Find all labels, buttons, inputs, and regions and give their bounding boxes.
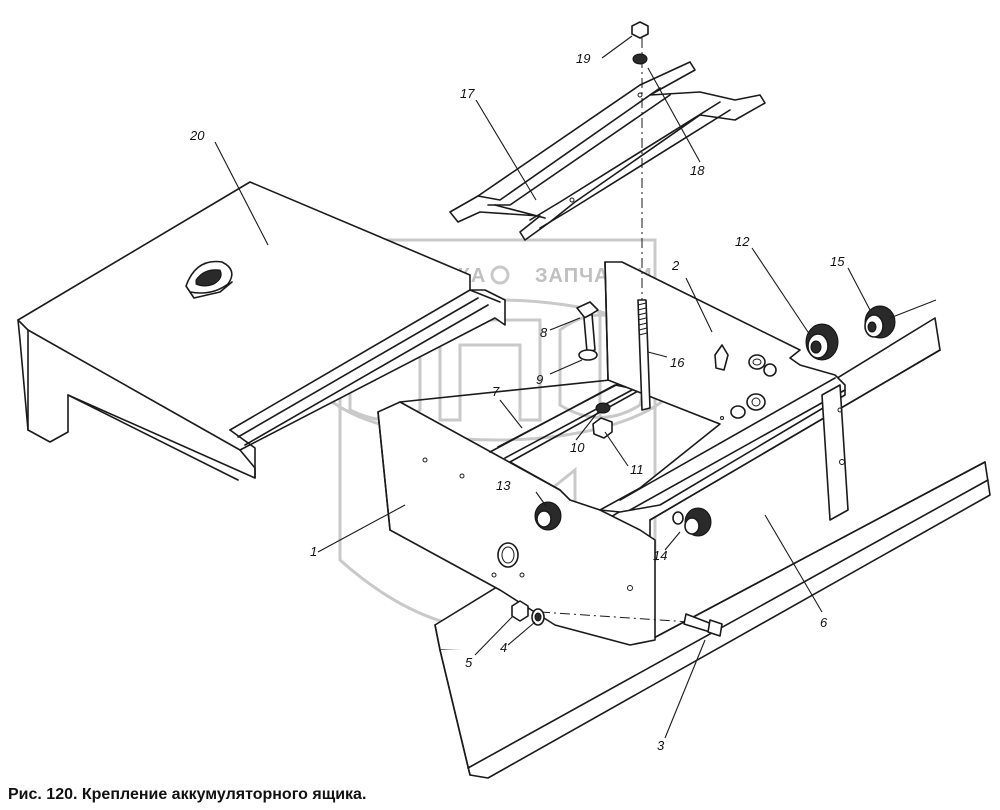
callout-17: 17	[460, 86, 475, 101]
callout-20: 20	[189, 128, 205, 143]
rubber-bushing-15	[864, 299, 937, 339]
tie-rod	[637, 38, 651, 411]
callout-11: 11	[630, 462, 644, 477]
rubber-bushing-13	[534, 501, 562, 531]
box-rear-wall	[599, 261, 849, 521]
callout-5: 5	[465, 655, 473, 670]
side-bolt	[539, 611, 723, 637]
callout-19: 19	[576, 51, 590, 66]
callout-3: 3	[657, 738, 665, 753]
callout-15: 15	[830, 254, 845, 269]
callout-14: 14	[653, 548, 667, 563]
callout-4: 4	[500, 640, 507, 655]
callout-2: 2	[671, 258, 680, 273]
callout-18: 18	[690, 163, 705, 178]
clamp-frame	[449, 61, 766, 241]
callout-numbers: 1 2 3 4 5 6 7 8 9 10 11 12 13 14 15 16 1…	[189, 51, 845, 753]
leader-lines	[214, 35, 871, 739]
side-nut	[511, 600, 529, 622]
floor-bolt	[576, 301, 599, 353]
battery-box-lid	[17, 181, 506, 481]
side-washer	[531, 608, 545, 626]
rubber-bushing-12	[805, 323, 839, 361]
callout-13: 13	[496, 478, 511, 493]
callout-6: 6	[820, 615, 828, 630]
callout-7: 7	[492, 384, 500, 399]
floor-washer-lower	[595, 402, 611, 414]
callout-12: 12	[735, 234, 750, 249]
callout-10: 10	[570, 440, 585, 455]
callout-9: 9	[536, 372, 543, 387]
callout-8: 8	[540, 325, 548, 340]
floor-washer-upper	[578, 349, 598, 361]
callout-16: 16	[670, 355, 685, 370]
assembly-drawing: ТЕХНИКА ЗАПЧАСТИ	[17, 21, 991, 779]
floor-nut	[592, 417, 613, 439]
top-nut	[631, 21, 649, 39]
top-washer	[632, 53, 648, 65]
figure-caption: Рис. 120. Крепление аккумуляторного ящик…	[8, 786, 367, 803]
callout-1: 1	[310, 544, 317, 559]
rubber-bushing-14	[672, 507, 712, 537]
